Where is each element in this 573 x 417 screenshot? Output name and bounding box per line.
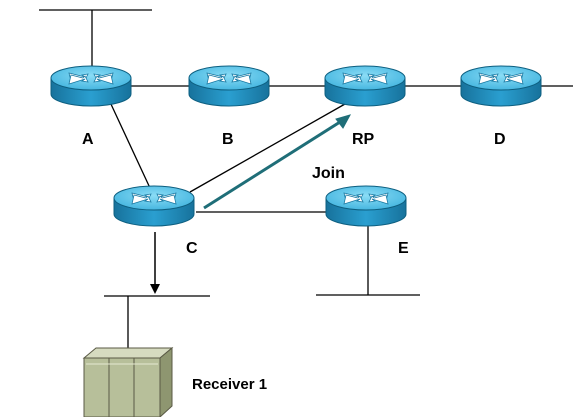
- router-b: [188, 65, 270, 107]
- router-d-label: D: [494, 131, 506, 148]
- links: [39, 9, 573, 350]
- router-a: [50, 65, 132, 107]
- router-e: [325, 185, 407, 227]
- join-label: Join: [312, 165, 345, 182]
- router-b-label: B: [222, 131, 234, 148]
- router-c: [113, 185, 195, 227]
- router-rp: [324, 65, 406, 107]
- router-rp-label: RP: [352, 131, 375, 148]
- router-d: [460, 65, 542, 107]
- router-a-label: A: [82, 131, 94, 148]
- router-c-label: C: [186, 240, 198, 257]
- link-a-c: [109, 101, 151, 189]
- join-arrowhead: [335, 114, 352, 129]
- receiver-server-icon: [82, 346, 174, 417]
- join-arrow: [203, 120, 341, 210]
- receiver-label: Receiver 1: [192, 376, 267, 393]
- router-e-label: E: [398, 240, 409, 257]
- link-c-rp: [189, 103, 346, 193]
